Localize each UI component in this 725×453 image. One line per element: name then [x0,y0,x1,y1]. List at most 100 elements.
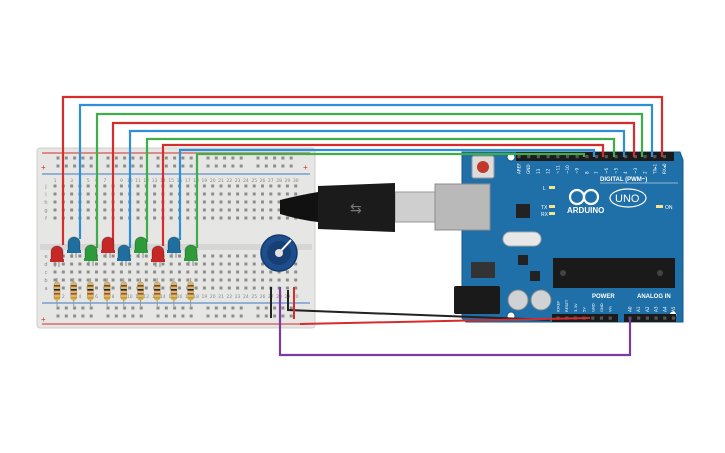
breadboard-hole[interactable] [277,208,281,212]
rail-hole[interactable] [206,314,210,318]
rail-hole[interactable] [289,164,293,168]
breadboard-hole[interactable] [285,286,289,290]
rail-hole[interactable] [73,306,77,310]
breadboard-hole[interactable] [53,184,57,188]
breadboard-hole[interactable] [211,262,215,266]
rail-hole[interactable] [123,314,127,318]
rail-hole[interactable] [123,306,127,310]
breadboard-hole[interactable] [227,286,231,290]
breadboard-hole[interactable] [136,254,140,258]
rail-hole[interactable] [106,314,110,318]
breadboard-hole[interactable] [261,278,264,282]
breadboard-hole[interactable] [202,286,206,290]
breadboard-hole[interactable] [236,192,240,196]
rail-hole[interactable] [223,156,227,160]
breadboard-hole[interactable] [95,262,98,266]
resistor[interactable] [53,278,61,306]
breadboard-hole[interactable] [136,278,140,282]
breadboard-hole[interactable] [153,262,157,266]
breadboard-hole[interactable] [186,278,190,282]
rail-hole[interactable] [289,306,293,310]
rail-hole[interactable] [223,314,227,318]
power-pin[interactable] [599,316,604,320]
breadboard-hole[interactable] [294,262,298,266]
wire-green[interactable] [145,137,616,242]
rail-hole[interactable] [73,314,77,318]
breadboard-hole[interactable] [252,184,256,188]
digital-pin[interactable] [527,155,531,159]
breadboard-hole[interactable] [103,254,107,258]
breadboard-hole[interactable] [169,192,173,196]
breadboard-hole[interactable] [244,216,248,220]
breadboard-hole[interactable] [78,262,82,266]
breadboard-hole[interactable] [95,286,98,290]
rail-hole[interactable] [156,306,160,310]
wire-blue[interactable] [78,103,654,239]
rail-hole[interactable] [214,164,218,168]
breadboard-hole[interactable] [219,254,223,258]
breadboard-hole[interactable] [285,270,289,274]
breadboard-hole[interactable] [103,200,107,204]
rail-hole[interactable] [214,314,218,318]
breadboard-hole[interactable] [236,208,240,212]
breadboard-hole[interactable] [277,192,281,196]
resistor[interactable] [153,278,161,306]
resistor[interactable] [137,278,144,306]
breadboard-hole[interactable] [252,278,256,282]
rail-hole[interactable] [173,156,177,160]
breadboard-hole[interactable] [244,254,248,258]
digital-pin[interactable] [614,155,618,159]
breadboard-hole[interactable] [294,270,298,274]
breadboard-hole[interactable] [136,184,140,188]
breadboard-hole[interactable] [244,208,248,212]
rail-hole[interactable] [139,164,143,168]
wire-purple-a0[interactable] [278,287,632,357]
breadboard-hole[interactable] [252,216,256,220]
rail-hole[interactable] [231,306,235,310]
breadboard-hole[interactable] [261,286,264,290]
breadboard-hole[interactable] [169,254,173,258]
led-red[interactable] [151,245,165,267]
rail-hole[interactable] [281,314,285,318]
breadboard-hole[interactable] [128,278,132,282]
breadboard-hole[interactable] [236,254,240,258]
breadboard-hole[interactable] [194,270,198,274]
breadboard-hole[interactable] [211,270,215,274]
rail-hole[interactable] [189,306,193,310]
breadboard-hole[interactable] [252,200,256,204]
breadboard-hole[interactable] [161,286,165,290]
breadboard-hole[interactable] [219,278,223,282]
rail-hole[interactable] [131,306,135,310]
breadboard-hole[interactable] [136,216,140,220]
breadboard-hole[interactable] [169,208,173,212]
breadboard-hole[interactable] [169,262,173,266]
rail-hole[interactable] [56,164,60,168]
breadboard-hole[interactable] [78,278,82,282]
breadboard-hole[interactable] [194,278,198,282]
breadboard-hole[interactable] [285,216,289,220]
breadboard-hole[interactable] [227,208,231,212]
led-red[interactable] [101,236,115,258]
led-blue[interactable] [67,236,81,258]
breadboard-hole[interactable] [86,270,90,274]
rail-hole[interactable] [139,156,143,160]
rail-hole[interactable] [64,164,68,168]
rail-hole[interactable] [239,164,243,168]
breadboard-hole[interactable] [277,216,281,220]
led-blue[interactable] [117,244,131,266]
breadboard-hole[interactable] [136,200,140,204]
breadboard-hole[interactable] [111,262,115,266]
breadboard-hole[interactable] [285,278,289,282]
breadboard-hole[interactable] [236,184,240,188]
breadboard-hole[interactable] [227,192,231,196]
breadboard-hole[interactable] [236,262,240,266]
resistor[interactable] [120,278,128,306]
breadboard-hole[interactable] [153,208,157,212]
wire-red[interactable] [161,143,605,246]
rail-hole[interactable] [206,164,210,168]
breadboard-hole[interactable] [186,208,190,212]
breadboard-hole[interactable] [244,192,248,196]
rail-hole[interactable] [64,156,68,160]
rail-hole[interactable] [281,164,285,168]
breadboard-hole[interactable] [53,278,57,282]
